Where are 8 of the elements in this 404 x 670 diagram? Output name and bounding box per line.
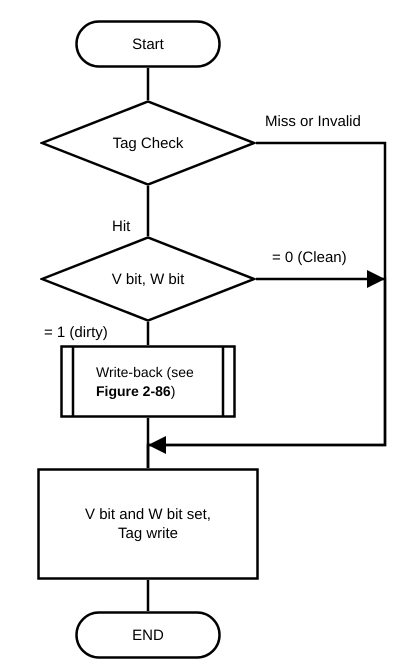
edge-label: = 1 (dirty): [44, 324, 108, 341]
node-text: V bit and W bit set, Tag write: [84, 505, 212, 543]
edge-label: = 0 (Clean): [272, 249, 347, 266]
node-text: Tag Check: [112, 134, 184, 152]
node-text: Start: [131, 34, 165, 54]
node-text: V bit, W bit: [110, 270, 186, 288]
node-text: END: [131, 626, 165, 644]
node-text: Write-back (see Figure 2-86): [95, 362, 195, 400]
